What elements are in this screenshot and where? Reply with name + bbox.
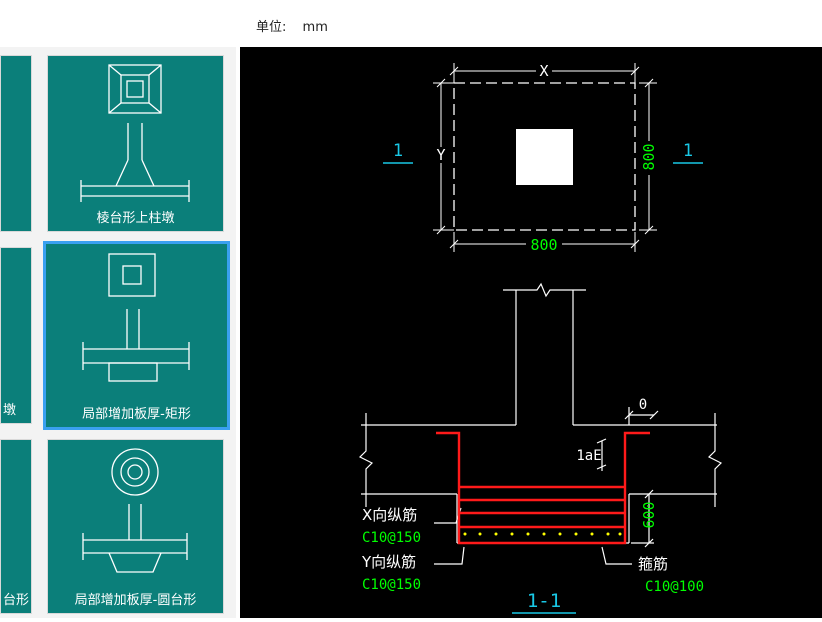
top-offset-dimension: 0 bbox=[639, 397, 647, 413]
x-bar-spec: C10@150 bbox=[362, 530, 421, 546]
drop-thickness-dimension: 600 bbox=[640, 501, 658, 528]
unit-value: mm bbox=[302, 20, 328, 35]
cap-type-tile-1[interactable] bbox=[0, 55, 32, 232]
plan-view: X Y 800 800 1 1 bbox=[383, 62, 703, 254]
anchor-length-label: 1aE bbox=[576, 448, 601, 464]
cap-type-label-3: 墩 bbox=[3, 403, 17, 418]
plan-width-dimension: 800 bbox=[530, 236, 557, 254]
cap-type-label-local-thicken-rect: 局部增加板厚-矩形 bbox=[82, 407, 191, 422]
plan-x-label: X bbox=[539, 62, 548, 80]
cap-type-label-local-thicken-frustum: 局部增加板厚-圆台形 bbox=[74, 593, 197, 608]
y-bar-spec: C10@150 bbox=[362, 577, 421, 593]
cap-type-label-frustum-upper: 棱台形上柱墩 bbox=[96, 211, 175, 226]
frustum-upper-cap-icon bbox=[80, 64, 190, 202]
cap-type-tile-5[interactable]: 台形 bbox=[0, 439, 32, 614]
cap-type-label-5: 台形 bbox=[3, 593, 30, 608]
cap-type-tile-frustum-upper[interactable]: 棱台形上柱墩 bbox=[47, 55, 224, 232]
local-thicken-circular-frustum-icon bbox=[82, 448, 188, 573]
section-view: 0 1aE 600 X向纵筋 C10@150 Y向纵筋 C10@150 箍筋 C… bbox=[358, 282, 723, 614]
section-mark-left: 1 bbox=[393, 141, 403, 161]
stirrup-label: 箍筋 bbox=[638, 555, 668, 573]
local-thicken-rect-icon bbox=[82, 253, 190, 382]
unit-label: 单位: bbox=[256, 20, 287, 35]
y-bar-label: Y向纵筋 bbox=[361, 553, 416, 571]
cap-type-tile-3[interactable]: 墩 bbox=[0, 247, 32, 424]
section-mark-right: 1 bbox=[683, 141, 693, 161]
cap-type-tile-local-thicken-rect[interactable]: 局部增加板厚-矩形 bbox=[43, 241, 230, 430]
plan-height-dimension: 800 bbox=[640, 143, 658, 170]
cad-drawing: X Y 800 800 1 1 bbox=[358, 62, 723, 614]
drawing-preview-canvas: X Y 800 800 1 1 bbox=[240, 47, 822, 618]
column-cap-type-gallery: 棱台形上柱墩 墩 局部增加板厚-矩形 台形 bbox=[0, 47, 236, 618]
cap-type-tile-local-thicken-frustum[interactable]: 局部增加板厚-圆台形 bbox=[47, 439, 224, 614]
unit-indicator: 单位: mm bbox=[256, 16, 328, 35]
x-bar-label: X向纵筋 bbox=[362, 506, 417, 524]
plan-y-label: Y bbox=[436, 146, 445, 164]
stirrup-spec: C10@100 bbox=[645, 579, 704, 595]
section-title: 1-1 bbox=[527, 590, 561, 612]
